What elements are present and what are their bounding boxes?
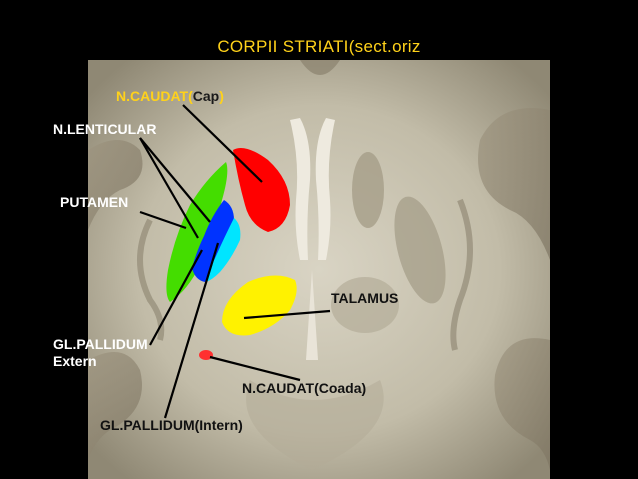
label-caudat-cap-close: )	[219, 88, 224, 104]
label-putamen: PUTAMEN	[60, 194, 129, 210]
cortex-fold-right-lower	[494, 338, 550, 470]
label-caudat-cap-name: N.CAUDAT(	[116, 88, 193, 104]
label-pallidum-extern-line2: Extern	[53, 353, 97, 369]
leader-putamen	[139, 210, 187, 230]
thalamus-region	[222, 275, 297, 336]
cortex-fold-left	[88, 140, 143, 230]
label-caudat-coada: N.CAUDAT(Coada)	[242, 380, 367, 396]
page-title: CORPII STRIATI(sect.oriz	[217, 37, 421, 56]
ventricle-left	[290, 118, 311, 260]
label-lenticular: N.LENTICULAR	[53, 121, 157, 137]
cortex-fold-left-lower	[88, 352, 142, 460]
leader-pallidum-intern	[163, 242, 220, 419]
cortex-fold-top	[300, 60, 340, 75]
right-margin	[550, 60, 638, 479]
label-pallidum-intern: GL.PALLIDUM(Intern)	[100, 417, 243, 433]
leader-lenticular-1	[139, 137, 199, 239]
caudate-tail-region	[199, 350, 213, 360]
insula-right	[450, 198, 473, 351]
right-caudate	[352, 152, 384, 228]
leader-pallidum-extern	[149, 249, 203, 346]
leader-caudat-cap	[182, 104, 263, 183]
label-pallidum-extern-line1: GL.PALLIDUM	[53, 336, 148, 352]
label-caudat-cap: N.CAUDAT(Cap)	[116, 88, 224, 105]
right-thalamus	[331, 277, 399, 333]
label-talamus: TALAMUS	[331, 290, 399, 306]
posterior-region	[246, 380, 384, 470]
third-ventricle	[306, 270, 318, 360]
putamen-region	[166, 162, 228, 302]
leader-lenticular-2	[139, 137, 211, 223]
cortex-fold-right	[478, 108, 550, 260]
leader-caudat-coada	[209, 355, 301, 382]
globus-pallidus-external-region	[192, 200, 234, 282]
label-pallidum-extern: GL.PALLIDUM Extern	[53, 336, 148, 370]
right-lentiform	[394, 196, 446, 304]
ventricle-right	[315, 118, 335, 260]
label-caudat-cap-part: Cap	[192, 88, 220, 104]
globus-pallidus-internal-region	[206, 218, 241, 282]
leader-talamus	[243, 309, 331, 320]
